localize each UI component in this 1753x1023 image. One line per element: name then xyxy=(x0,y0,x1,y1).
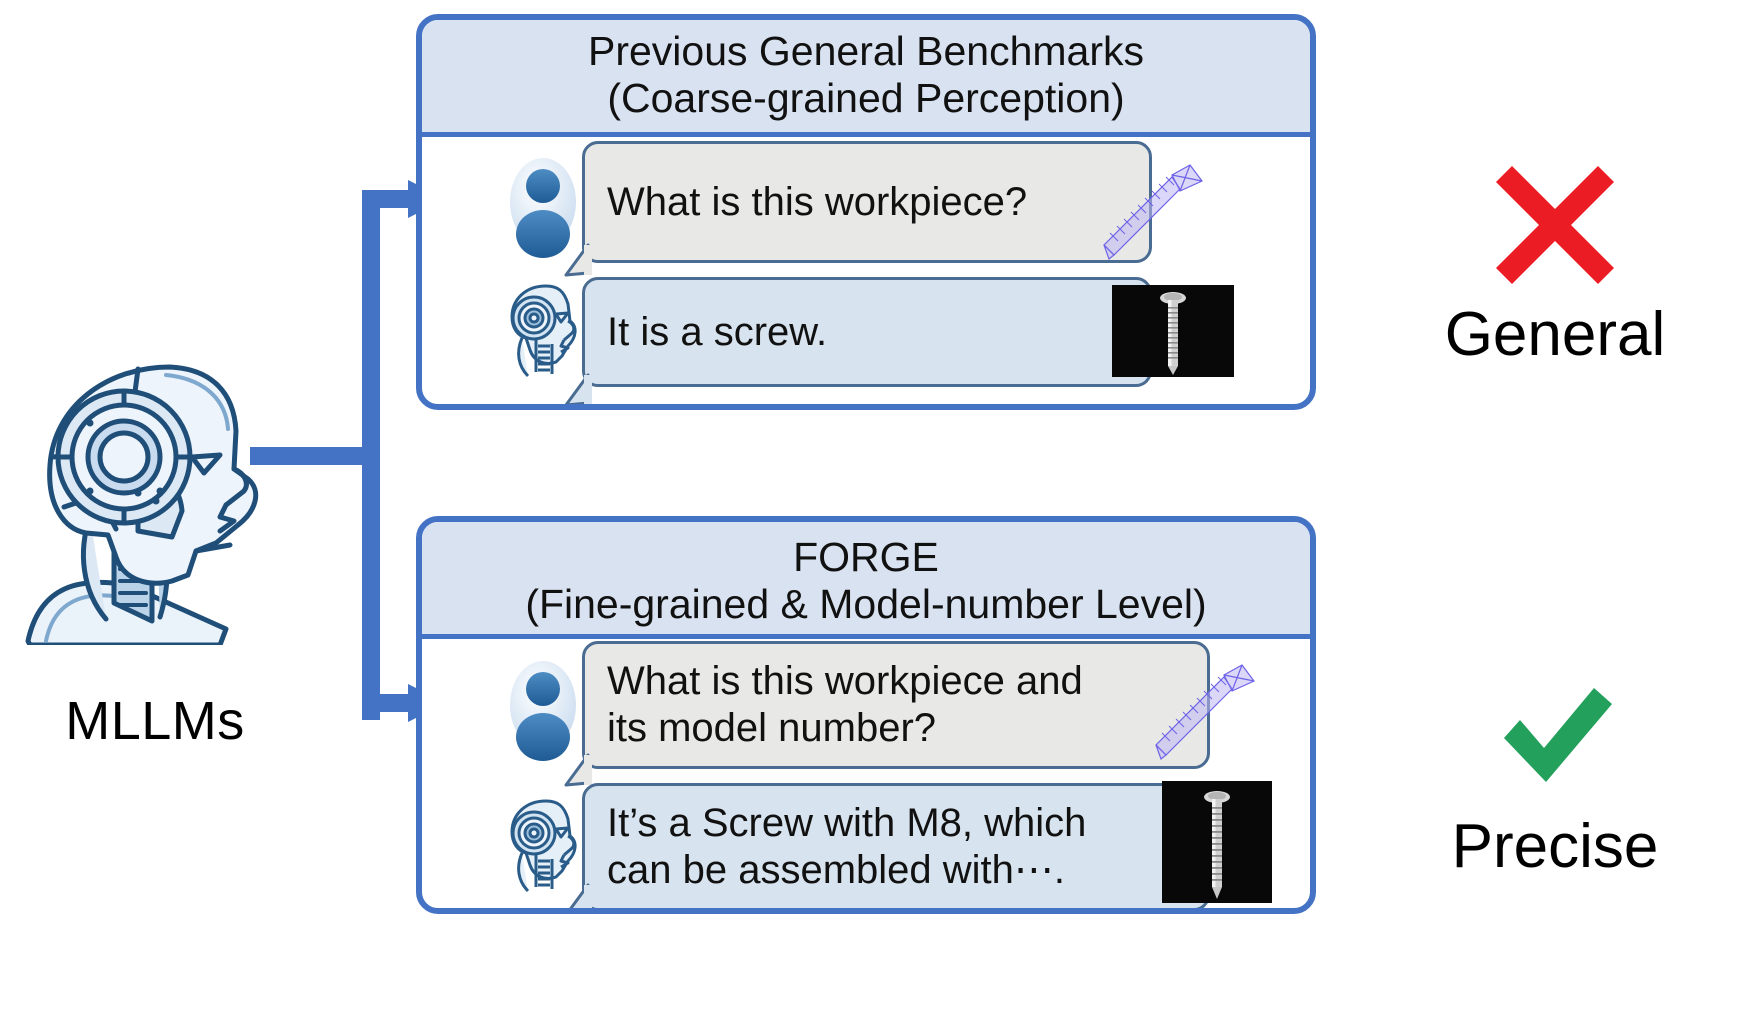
verdict-general: General xyxy=(1390,160,1720,366)
chat-bubble-user-forge: What is this workpiece and its model num… xyxy=(564,641,1210,787)
mllms-label: MLLMs xyxy=(65,691,245,751)
robot-head-profile-icon xyxy=(20,345,290,645)
chat-text: What is this workpiece? xyxy=(607,179,1028,224)
check-mark-icon xyxy=(1390,672,1720,802)
verdict-label-general: General xyxy=(1444,300,1666,369)
chat-bubble-user-general: What is this workpiece? xyxy=(564,141,1152,277)
chat-row-user-general: What is this workpiece? xyxy=(506,141,1152,277)
panel-body-general: What is this workpiece? xyxy=(422,137,1310,404)
chat-bubble-assistant-forge: It’s a Screw with M8, which can be assem… xyxy=(569,783,1210,908)
chat-row-assistant-forge: It’s a Screw with M8, which can be assem… xyxy=(506,783,1210,908)
panel-subtitle-general: (Coarse-grained Perception) xyxy=(607,74,1125,121)
panel-title-general: Previous General Benchmarks xyxy=(587,28,1145,74)
panel-body-forge: What is this workpiece and its model num… xyxy=(422,639,1310,908)
chat-text: What is this workpiece and its model num… xyxy=(607,659,1083,750)
chat-text: It is a screw. xyxy=(607,309,828,354)
bubble-tail-icon xyxy=(564,326,592,404)
verdict-label-precise: Precise xyxy=(1451,812,1659,881)
bubble-tail-icon xyxy=(564,706,592,787)
robot-avatar-icon xyxy=(506,795,582,899)
chat-row-user-forge: What is this workpiece and its model num… xyxy=(506,641,1210,787)
cross-mark-icon xyxy=(1390,160,1720,290)
panel-previous-general-benchmarks: Previous General Benchmarks (Coarse-grai… xyxy=(416,14,1316,410)
panel-forge: FORGE (Fine-grained & Model-number Level… xyxy=(416,516,1316,914)
panel-header-forge: FORGE (Fine-grained & Model-number Level… xyxy=(422,522,1310,639)
photo-screw-icon xyxy=(1112,285,1234,377)
chat-row-assistant-general: It is a screw. xyxy=(506,277,1152,404)
bubble-tail-icon xyxy=(564,836,592,908)
bubble-tail-icon xyxy=(564,196,592,277)
photo-screw-icon xyxy=(1162,781,1272,903)
cad-wireframe-screw-icon xyxy=(1094,155,1210,271)
panel-header-general: Previous General Benchmarks (Coarse-grai… xyxy=(422,20,1310,137)
chat-text: It’s a Screw with M8, which can be assem… xyxy=(607,801,1087,892)
verdict-precise: Precise xyxy=(1390,672,1720,878)
panel-subtitle-forge: (Fine-grained & Model-number Level) xyxy=(525,580,1207,627)
robot-avatar-icon xyxy=(506,280,582,384)
cad-wireframe-screw-icon xyxy=(1146,655,1262,771)
user-avatar-icon xyxy=(506,150,582,258)
panel-title-forge: FORGE xyxy=(793,534,939,580)
user-avatar-icon xyxy=(506,653,582,761)
chat-bubble-assistant-general: It is a screw. xyxy=(564,277,1152,404)
